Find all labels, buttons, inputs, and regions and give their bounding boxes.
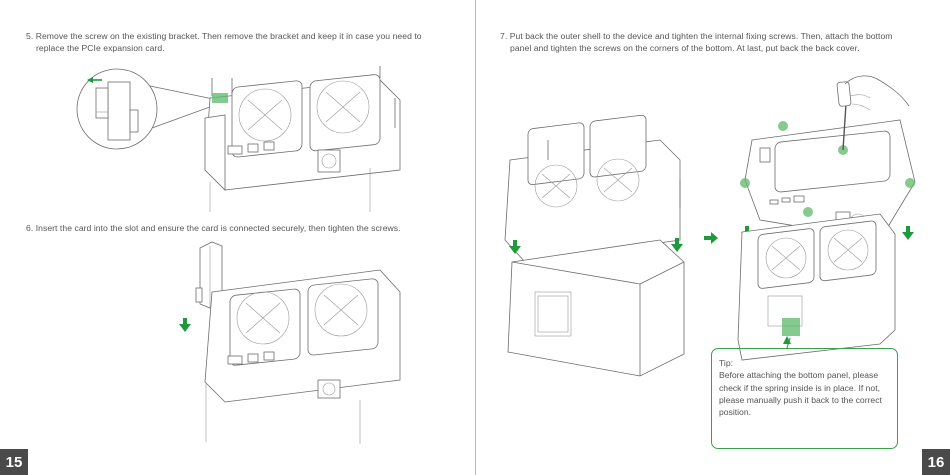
page-number-right: 16 bbox=[922, 449, 950, 475]
shell-down-arrow-right-icon bbox=[675, 238, 679, 245]
step-5-line-1: 5. Remove the screw on the existing brac… bbox=[26, 31, 422, 41]
step-7-line-2: panel and tighten the screws on the corn… bbox=[510, 43, 860, 53]
screwdriver-hand bbox=[836, 75, 910, 151]
tip-line-1: Before attaching the bottom panel, pleas… bbox=[719, 370, 879, 381]
step-7-text: 7. Put back the outer shell to the devic… bbox=[500, 30, 940, 54]
outer-shell bbox=[507, 239, 685, 377]
shell-down-arrow-left-icon bbox=[513, 240, 517, 247]
step-7-line-1: 7. Put back the outer shell to the devic… bbox=[500, 31, 893, 41]
screw-dot-5 bbox=[803, 207, 813, 217]
step-7-right-device bbox=[737, 213, 896, 361]
zoom-callout-line-bottom bbox=[151, 103, 219, 129]
step-6-line-1: 6. Insert the card into the slot and ens… bbox=[26, 223, 401, 233]
tip-line-3: please manually push it back to the corr… bbox=[719, 394, 882, 405]
zoom-callout-line-top bbox=[149, 85, 219, 101]
step-5-line-2: replace the PCIe expansion card. bbox=[36, 43, 165, 53]
screw-dot-1 bbox=[778, 121, 788, 131]
down-arrow-icon bbox=[183, 318, 187, 326]
page-number-left: 15 bbox=[0, 449, 28, 475]
panel-down-arrow-left-icon bbox=[745, 226, 749, 233]
page-divider bbox=[475, 0, 476, 475]
next-step-arrow-icon bbox=[704, 236, 712, 240]
highlight-screw-dot bbox=[212, 93, 228, 103]
spring-highlight bbox=[782, 318, 800, 336]
tip-line-2: check if the spring inside is in place. … bbox=[719, 382, 880, 393]
step-5-text: 5. Remove the screw on the existing brac… bbox=[26, 30, 466, 54]
tip-line-4: position. bbox=[719, 407, 752, 418]
screw-dot-4 bbox=[905, 178, 915, 188]
tip-pointer-icon bbox=[783, 336, 791, 344]
screw-dot-3 bbox=[740, 178, 750, 188]
step-5-device bbox=[204, 66, 401, 212]
step-6-text: 6. Insert the card into the slot and ens… bbox=[26, 222, 466, 234]
tip-box: Tip: Before attaching the bottom panel, … bbox=[711, 348, 898, 449]
zoom-bracket-tab bbox=[95, 87, 109, 119]
step-6-device bbox=[204, 269, 401, 444]
step-7-left-device bbox=[504, 114, 685, 377]
bottom-panel bbox=[740, 119, 916, 243]
tip-heading: Tip: bbox=[719, 358, 734, 368]
panel-down-arrow-right-icon bbox=[906, 226, 910, 233]
